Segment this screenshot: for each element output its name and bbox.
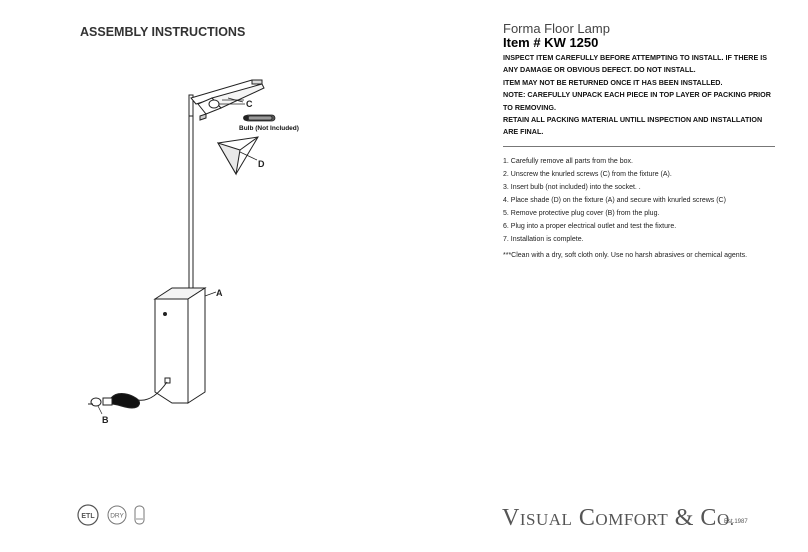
warning-line-3: NOTE: CAREFULLY UNPACK EACH PIECE IN TOP… xyxy=(503,90,771,112)
warning-line-4: RETAIN ALL PACKING MATERIAL UNTILL INSPE… xyxy=(503,115,763,137)
warning-line-1: INSPECT ITEM CAREFULLY BEFORE ATTEMPTING… xyxy=(503,53,768,75)
part-label-d: D xyxy=(258,159,265,169)
brand-letter: C xyxy=(700,505,717,531)
brand-letter: V xyxy=(502,505,520,531)
warning-block: INSPECT ITEM CAREFULLY BEFORE ATTEMPTING… xyxy=(503,52,775,139)
lamp-pole xyxy=(188,94,194,296)
bulb-label: Bulb (Not Included) xyxy=(239,125,299,132)
brand-letter: C xyxy=(578,505,596,531)
brand-smallcaps: OMFORT xyxy=(595,510,669,529)
bulb-type-icon xyxy=(134,505,145,525)
step-item: 4. Place shade (D) on the fixture (A) an… xyxy=(503,196,726,204)
established-year: Est.1987 xyxy=(724,519,748,525)
step-item: 5. Remove protective plug cover (B) from… xyxy=(503,209,660,217)
step-item: 6. Plug into a proper electrical outlet … xyxy=(503,222,677,230)
item-number: Item # KW 1250 xyxy=(503,35,599,50)
dry-location-icon: DRY xyxy=(107,505,127,525)
plug-icon xyxy=(88,393,140,409)
certification-marks: ETL DRY xyxy=(77,504,145,526)
knurled-screw-icon xyxy=(219,99,245,105)
brand-smallcaps: ISUAL xyxy=(519,510,573,529)
part-label-a: A xyxy=(216,288,223,298)
etl-listed-icon: ETL xyxy=(77,504,99,526)
dry-text: DRY xyxy=(110,513,124,520)
assembly-instructions-heading: ASSEMBLY INSTRUCTIONS xyxy=(80,25,246,39)
brand-ampersand: & xyxy=(674,505,694,531)
step-item: 2. Unscrew the knurled screws (C) from t… xyxy=(503,170,672,178)
instructions-column: Forma Floor Lamp Item # KW 1250 INSPECT … xyxy=(503,22,775,259)
product-name: Forma Floor Lamp xyxy=(503,21,610,36)
steps-list: 1. Carefully remove all parts from the b… xyxy=(503,155,775,246)
brand-smallcaps: O. xyxy=(716,510,735,529)
care-note: ***Clean with a dry, soft cloth only. Us… xyxy=(503,251,748,259)
step-item: 7. Installation is complete. xyxy=(503,235,584,243)
etl-text: ETL xyxy=(81,513,95,520)
part-label-c: C xyxy=(246,99,253,109)
bulb-icon xyxy=(243,114,276,122)
section-divider xyxy=(503,145,775,147)
shade-icon xyxy=(216,136,259,176)
lamp-arm xyxy=(188,79,265,121)
step-item: 1. Carefully remove all parts from the b… xyxy=(503,157,633,165)
step-item: 3. Insert bulb (not included) into the s… xyxy=(503,183,641,191)
power-cord xyxy=(137,381,168,401)
part-label-b: B xyxy=(102,415,109,425)
lamp-base xyxy=(153,287,207,404)
warning-line-2: ITEM MAY NOT BE RETURNED ONCE IT HAS BEE… xyxy=(503,77,723,87)
callout-leaders xyxy=(97,97,258,415)
brand-logo: VISUAL COMFORT & CO. xyxy=(502,505,734,533)
